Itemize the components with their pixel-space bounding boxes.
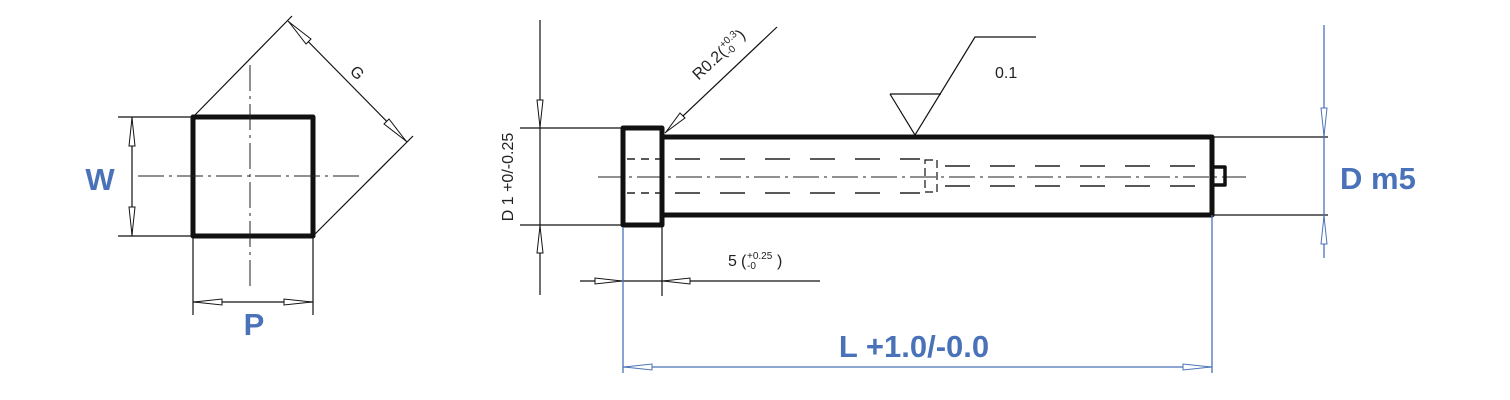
w-dimension: W	[85, 116, 193, 237]
front-view: W P G	[85, 15, 414, 342]
length-label: L +1.0/-0.0	[839, 329, 989, 364]
surface-roughness-symbol: 0.1	[889, 36, 1036, 137]
g-label: G	[346, 63, 367, 84]
head-length-paren-close: )	[777, 253, 782, 270]
side-view: D 1 +0/-0.25 R0.2 ( +0.3 -0 ) 0.1	[500, 20, 1416, 373]
head-length-paren-open: (	[741, 253, 747, 270]
head-length-tol-plus: +0.25	[747, 251, 773, 262]
g-dimension: G	[192, 15, 414, 237]
head-length-label: 5	[728, 253, 737, 270]
hidden-thread-lines	[627, 158, 1212, 194]
head-length-dimension: 5 ( +0.25 -0 )	[580, 225, 820, 296]
p-label: P	[244, 307, 265, 342]
head-length-tol-minus: -0	[747, 261, 756, 272]
d1-label: D 1 +0/-0.25	[500, 133, 517, 222]
tip	[1210, 165, 1227, 187]
roughness-value: 0.1	[995, 65, 1017, 82]
d1-dimension: D 1 +0/-0.25	[500, 20, 623, 295]
length-dimension: L +1.0/-0.0	[622, 215, 1213, 373]
diameter-dimension: D m5	[1214, 25, 1416, 258]
p-dimension: P	[192, 236, 314, 342]
w-label: W	[85, 162, 115, 197]
radius-callout: R0.2 ( +0.3 -0 )	[664, 26, 778, 134]
diameter-label: D m5	[1340, 161, 1416, 196]
